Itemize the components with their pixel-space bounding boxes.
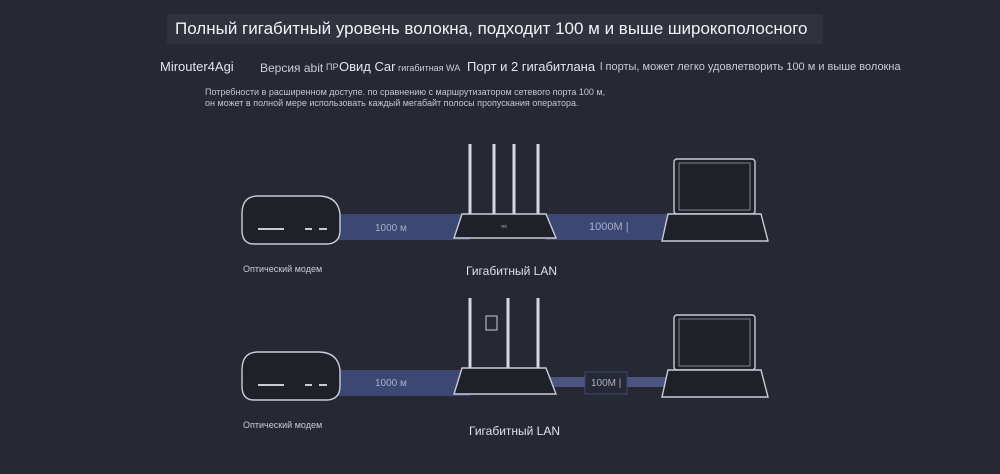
top-lan-label: Гигабитный LAN [466,264,558,278]
description-line-2: он может в полной мере использовать кажд… [205,98,579,108]
page-title: Полный гигабитный уровень волокна, подхо… [175,19,808,38]
top-modem-icon [241,195,341,245]
description-line-1: Потребности в расширенном доступе. по ср… [205,87,606,97]
top-laptop-icon [661,158,769,242]
bottom-modem-icon [241,351,341,401]
top-left-band [310,214,470,240]
subtitle-part-2: Версия abit [260,61,324,75]
top-router-icon: mi [453,144,558,239]
bottom-laptop-icon [661,314,769,398]
bottom-left-band [310,370,470,396]
top-diagram: mi 1000 м 1000M | [241,144,769,245]
top-router-logo: mi [501,224,506,230]
bottom-lan-label: Гигабитный LAN [469,424,561,438]
bottom-router-icon [453,298,558,395]
subtitle-part-5: гигабитная WA [398,63,461,73]
top-right-band [545,214,668,240]
top-left-speed: 1000 м [375,223,407,234]
bottom-diagram: 1000 м 100M | [241,298,769,401]
bottom-left-speed: 1000 м [375,378,407,389]
bottom-speed-box [584,371,628,395]
subtitle-part-1: Mirouter4Agi [160,59,234,74]
subtitle-part-4: Овид Car [339,59,396,74]
title-box: Полный гигабитный уровень волокна, подхо… [167,14,823,44]
description: Потребности в расширенном доступе. по ср… [205,87,605,109]
subtitle-part-3: ПР [326,62,339,72]
subtitle-part-6: Порт и 2 гигабитлана [467,59,596,74]
top-right-speed: 1000M | [589,221,629,233]
bottom-modem-label: Оптический модем [243,420,323,430]
bottom-right-speed: 100M | [591,378,621,389]
top-modem-label: Оптический модем [243,264,323,274]
subtitle-part-7: l порты, может легко удовлетворить 100 м… [600,61,901,73]
